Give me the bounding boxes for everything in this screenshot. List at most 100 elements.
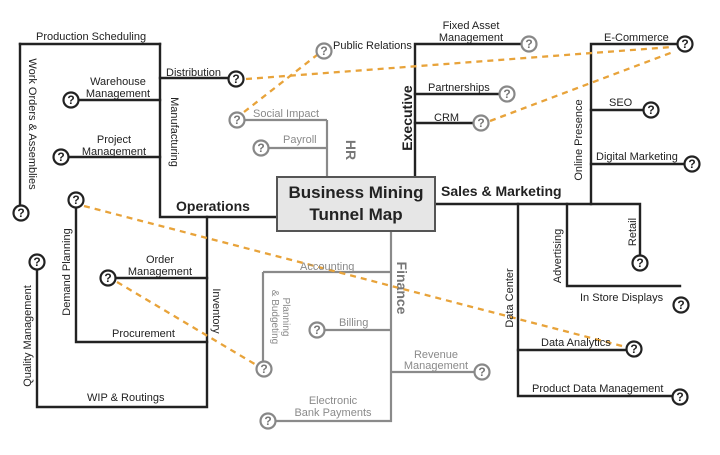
work-orders-label: Work Orders & Assemblies [26,58,38,190]
ecommerce-label: E-Commerce [604,32,669,44]
svg-text:?: ? [681,37,688,51]
hr-title: HR [343,140,359,160]
social-impact-label: Social Impact [253,108,319,120]
question-node-crm[interactable]: ? [472,114,490,132]
operations-title: Operations [176,198,250,214]
billing-label: Billing [339,317,368,329]
payroll-label: Payroll [283,134,317,146]
data-analytics-label: Data Analytics [541,337,611,349]
project-label-2: Management [82,146,146,158]
svg-text:?: ? [630,342,637,356]
question-node-retail[interactable]: ? [631,254,649,272]
planning-label-2: & Budgeting [269,290,280,345]
quality-label: Quality Management [22,285,34,387]
partnerships-label: Partnerships [428,82,490,94]
branch-titles: Operations Sales & Marketing HR Executiv… [176,85,562,315]
order-label-1: Order [146,254,174,266]
question-node-distribution[interactable]: ? [227,70,245,88]
grey-nodes: ? ? ? ? ? ? ? ? ? ? [228,35,538,430]
question-node-quality[interactable]: ? [28,253,46,271]
demand-planning-label: Demand Planning [61,228,73,315]
question-node-partnerships[interactable]: ? [498,85,516,103]
question-node-order[interactable]: ? [99,269,117,287]
question-node-payroll[interactable]: ? [252,139,270,157]
question-node-warehouse[interactable]: ? [62,91,80,109]
svg-text:?: ? [17,206,24,220]
question-node-product-data[interactable]: ? [671,388,689,406]
grey-labels: Social Impact Payroll Accounting Plannin… [253,108,468,419]
executive-title: Executive [399,85,415,151]
crm-label: CRM [434,112,459,124]
svg-text:?: ? [264,414,271,428]
question-node-fixed-asset[interactable]: ? [520,35,538,53]
svg-text:?: ? [478,365,485,379]
production-scheduling-label: Production Scheduling [36,31,146,43]
warehouse-label-2: Management [86,88,150,100]
question-node-revenue[interactable]: ? [473,363,491,381]
planning-label-1: Planning [280,298,291,337]
project-label-1: Project [97,134,131,146]
question-node-electronic[interactable]: ? [259,412,277,430]
wip-label: WIP & Routings [87,392,165,404]
svg-text:?: ? [647,103,654,117]
seo-label: SEO [609,97,633,109]
question-node-work-orders[interactable]: ? [12,204,30,222]
public-relations-label: Public Relations [333,40,412,52]
dark-lines [18,42,693,409]
svg-text:?: ? [72,193,79,207]
svg-text:?: ? [636,256,643,270]
question-node-digital-marketing[interactable]: ? [683,155,701,173]
inventory-label: Inventory [210,288,222,334]
question-node-ecommerce[interactable]: ? [676,35,694,53]
data-center-label: Data Center [504,268,516,328]
svg-text:?: ? [33,255,40,269]
svg-text:?: ? [477,116,484,130]
center-title-line2: Tunnel Map [309,205,403,224]
revenue-label-2: Management [404,360,468,372]
finance-title: Finance [394,262,410,315]
procurement-label: Procurement [112,328,175,340]
svg-text:?: ? [503,87,510,101]
electronic-label-2: Bank Payments [294,407,372,419]
sales-title: Sales & Marketing [441,183,562,199]
distribution-label: Distribution [166,67,221,79]
electronic-label-1: Electronic [309,395,358,407]
question-node-in-store[interactable]: ? [672,296,690,314]
svg-text:?: ? [104,271,111,285]
question-node-data-analytics[interactable]: ? [625,340,643,358]
question-node-project[interactable]: ? [52,148,70,166]
fixed-asset-label-2: Management [439,32,503,44]
warehouse-label-1: Warehouse [90,76,146,88]
svg-text:?: ? [688,157,695,171]
dark-labels: Production Scheduling Work Orders & Asse… [22,20,678,404]
digital-marketing-label: Digital Marketing [596,151,678,163]
in-store-label: In Store Displays [580,292,664,304]
svg-text:?: ? [525,37,532,51]
svg-text:?: ? [320,44,327,58]
retail-label: Retail [627,218,639,246]
fixed-asset-label-1: Fixed Asset [443,20,500,32]
order-label-2: Management [128,266,192,278]
center-title-line1: Business Mining [288,183,424,202]
question-node-public-relations[interactable]: ? [315,42,333,60]
svg-text:?: ? [233,113,240,127]
svg-text:?: ? [232,72,239,86]
svg-text:?: ? [257,141,264,155]
grey-lines [237,118,481,423]
question-node-social-impact[interactable]: ? [228,111,246,129]
svg-text:?: ? [57,150,64,164]
center-title-box: Business Mining Tunnel Map [276,176,436,232]
dashed-links [83,45,674,367]
online-presence-label: Online Presence [573,99,585,180]
svg-text:?: ? [313,323,320,337]
question-node-billing[interactable]: ? [308,321,326,339]
dark-nodes: ? ? ? ? ? ? ? ? ? ? ? ? ? ? [12,35,701,406]
question-node-seo[interactable]: ? [642,101,660,119]
manufacturing-label: Manufacturing [168,97,180,167]
question-node-planning[interactable]: ? [255,360,273,378]
svg-text:?: ? [677,298,684,312]
advertising-label: Advertising [552,229,564,283]
question-node-demand-planning[interactable]: ? [67,191,85,209]
product-data-label: Product Data Management [532,383,663,395]
